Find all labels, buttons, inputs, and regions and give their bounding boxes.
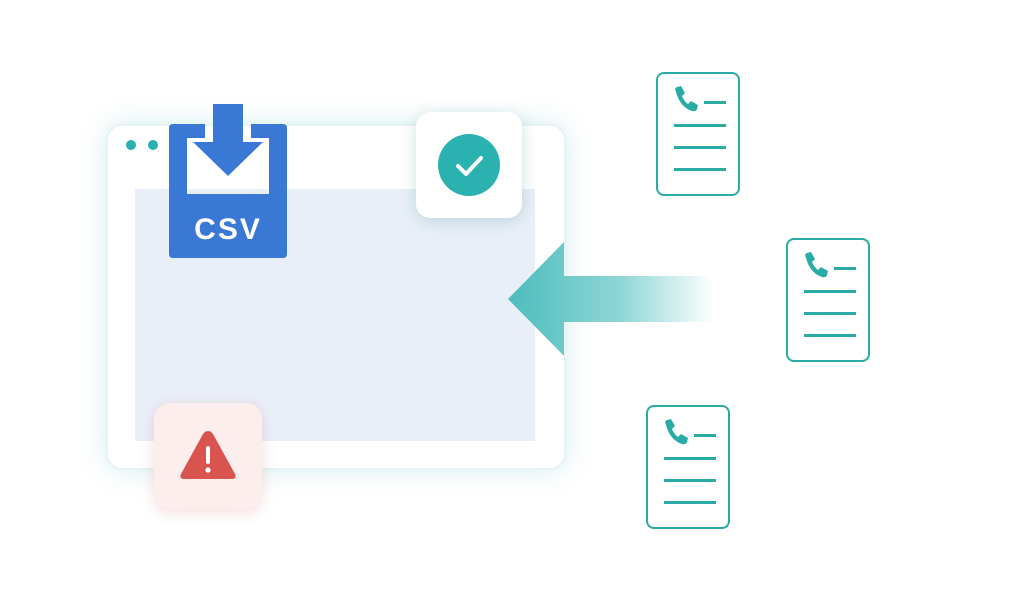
- check-icon: [438, 134, 500, 196]
- csv-label: CSV: [194, 213, 262, 246]
- phone-icon: [665, 419, 688, 445]
- contact-card: [646, 405, 730, 529]
- phone-icon: [675, 86, 698, 112]
- contact-card: [786, 238, 870, 362]
- csv-download-icon: CSV: [167, 104, 289, 258]
- contact-card: [656, 72, 740, 196]
- phone-icon: [805, 252, 828, 278]
- window-dot: [148, 140, 158, 150]
- warning-icon: [180, 431, 236, 479]
- success-badge: [416, 112, 522, 218]
- error-badge: [154, 403, 262, 509]
- window-dot: [126, 140, 136, 150]
- arrow-left-icon: [508, 242, 714, 356]
